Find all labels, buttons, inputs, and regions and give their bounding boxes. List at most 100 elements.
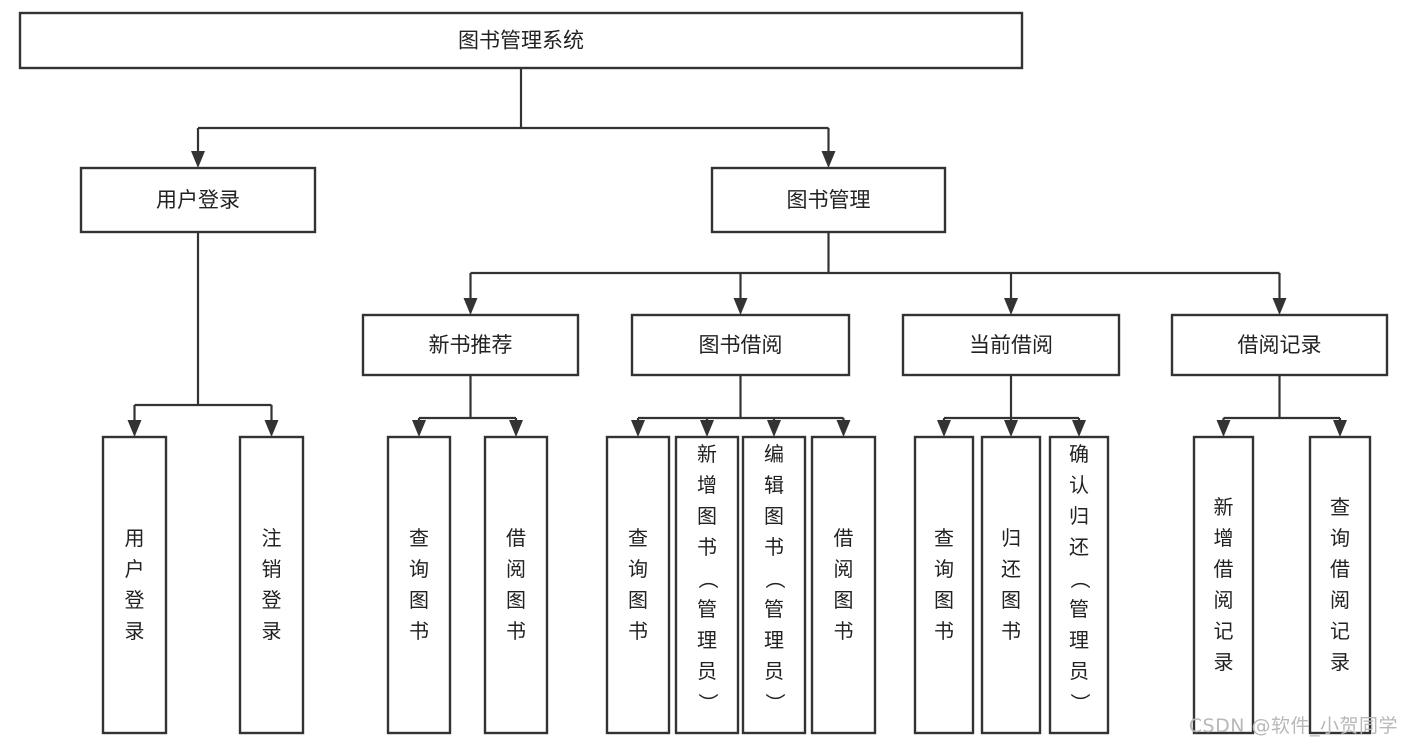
node-book-manage-label: 图书管理 bbox=[787, 188, 871, 212]
node-current-borrow-label: 当前借阅 bbox=[969, 333, 1053, 357]
bookmanage-to-level3-branch-1-arrowhead bbox=[733, 298, 748, 315]
root-to-level2-branch-1-arrowhead bbox=[821, 151, 836, 168]
node-leaf-query-book-3-label-char: 查 bbox=[934, 526, 954, 550]
node-book-borrow-rect[interactable] bbox=[630, 313, 851, 377]
node-leaf-query-book-2-label-char: 图 bbox=[628, 588, 648, 612]
node-leaf-user-login[interactable]: 用户登录 bbox=[101, 435, 168, 735]
node-current-borrow[interactable]: 当前借阅 bbox=[901, 313, 1121, 377]
node-leaf-add-book-admin-label-char: 书 bbox=[697, 535, 717, 559]
node-leaf-query-book-2-rect[interactable] bbox=[605, 435, 671, 735]
node-leaf-query-book-3-label-char: 书 bbox=[934, 619, 954, 643]
node-leaf-add-book-admin-label-char: 图 bbox=[697, 504, 717, 528]
nodes-layer: 图书管理系统用户登录图书管理新书推荐图书借阅当前借阅借阅记录用户登录注销登录查询… bbox=[18, 11, 1389, 735]
node-user-login-label: 用户登录 bbox=[156, 188, 240, 212]
node-leaf-add-book-admin-label-char: 管 bbox=[697, 597, 717, 621]
group-book-borrow-branch-0-arrowhead bbox=[631, 420, 645, 437]
group-borrow-record-branch-0-arrowhead bbox=[1216, 420, 1231, 437]
node-leaf-return-book-label-char: 还 bbox=[1001, 557, 1021, 581]
node-leaf-borrow-book-2-label-char: 借 bbox=[834, 526, 854, 550]
node-leaf-user-logout-label-char: 注 bbox=[262, 526, 282, 550]
node-leaf-return-book-rect[interactable] bbox=[980, 435, 1042, 735]
node-leaf-query-borrow-record-rect[interactable] bbox=[1308, 435, 1372, 735]
node-leaf-confirm-return-admin-label-char: （ bbox=[1068, 569, 1092, 589]
node-leaf-edit-book-admin-label-char: 辑 bbox=[764, 473, 784, 497]
node-new-book-rec[interactable]: 新书推荐 bbox=[361, 313, 580, 377]
node-borrow-record[interactable]: 借阅记录 bbox=[1170, 313, 1389, 377]
node-leaf-add-book-admin-rect[interactable] bbox=[674, 435, 740, 735]
node-leaf-confirm-return-admin-label-char: ） bbox=[1068, 693, 1092, 713]
node-leaf-query-book-1-label-char: 图 bbox=[409, 588, 429, 612]
node-leaf-confirm-return-admin-label-char: 认 bbox=[1069, 473, 1089, 497]
group-user-login-branch-1-arrowhead bbox=[264, 420, 279, 437]
node-leaf-query-book-3-rect[interactable] bbox=[913, 435, 975, 735]
node-borrow-record-rect[interactable] bbox=[1170, 313, 1389, 377]
node-book-manage[interactable]: 图书管理 bbox=[710, 166, 947, 234]
node-leaf-edit-book-admin-label-char: ） bbox=[763, 693, 787, 713]
root-to-level2-branch-0-arrowhead bbox=[191, 151, 205, 168]
node-leaf-borrow-book-1-label-char: 阅 bbox=[506, 557, 526, 581]
node-leaf-query-book-2-label-char: 书 bbox=[628, 619, 648, 643]
node-leaf-confirm-return-admin-label-char: 还 bbox=[1069, 535, 1089, 559]
node-leaf-user-login-label-char: 户 bbox=[125, 557, 145, 581]
node-leaf-edit-book-admin-label-char: 书 bbox=[764, 535, 784, 559]
node-leaf-user-login-rect[interactable] bbox=[101, 435, 168, 735]
node-borrow-record-label: 借阅记录 bbox=[1238, 333, 1322, 357]
node-leaf-confirm-return-admin-rect[interactable] bbox=[1048, 435, 1110, 735]
node-book-borrow[interactable]: 图书借阅 bbox=[630, 313, 851, 377]
node-leaf-borrow-book-1-rect[interactable] bbox=[483, 435, 549, 735]
node-leaf-confirm-return-admin-label-char: 理 bbox=[1069, 628, 1089, 652]
node-book-manage-rect[interactable] bbox=[710, 166, 947, 234]
node-leaf-edit-book-admin-rect[interactable] bbox=[741, 435, 807, 735]
group-new-book-rec-branch-0-arrowhead bbox=[412, 420, 426, 437]
group-book-borrow-branch-1-arrowhead bbox=[700, 420, 714, 437]
node-leaf-user-logout-label-char: 销 bbox=[262, 557, 282, 581]
node-leaf-user-login-label-char: 登 bbox=[125, 588, 145, 612]
node-root-system-rect[interactable] bbox=[18, 11, 1024, 70]
node-leaf-user-login-label-char: 用 bbox=[125, 526, 145, 550]
node-leaf-borrow-book-1-label-char: 图 bbox=[506, 588, 526, 612]
node-leaf-edit-book-admin-label-char: （ bbox=[763, 569, 787, 589]
node-leaf-add-book-admin-label-char: ） bbox=[696, 693, 720, 713]
node-root-system[interactable]: 图书管理系统 bbox=[18, 11, 1024, 70]
node-leaf-add-borrow-record-rect[interactable] bbox=[1192, 435, 1255, 735]
node-new-book-rec-rect[interactable] bbox=[361, 313, 580, 377]
node-leaf-borrow-book-2-label-char: 图 bbox=[834, 588, 854, 612]
group-new-book-rec-branch-1-arrowhead bbox=[509, 420, 523, 437]
node-leaf-borrow-book-2-rect[interactable] bbox=[810, 435, 877, 735]
node-leaf-query-book-1-label-char: 询 bbox=[409, 557, 429, 581]
group-book-borrow-branch-3-arrowhead bbox=[836, 420, 851, 437]
node-new-book-rec-label: 新书推荐 bbox=[429, 333, 513, 357]
group-current-borrow-branch-1-arrowhead bbox=[1004, 420, 1018, 437]
node-leaf-edit-book-admin-label-char: 理 bbox=[764, 628, 784, 652]
node-leaf-return-book-label-char: 图 bbox=[1001, 588, 1021, 612]
node-user-login-rect[interactable] bbox=[79, 166, 317, 234]
node-leaf-query-book-3-label-char: 询 bbox=[934, 557, 954, 581]
node-leaf-user-logout-rect[interactable] bbox=[238, 435, 305, 735]
node-leaf-add-borrow-record-label-char: 记 bbox=[1214, 619, 1234, 643]
node-leaf-user-logout-label-char: 录 bbox=[262, 619, 282, 643]
node-leaf-borrow-book-2-label-char: 阅 bbox=[834, 557, 854, 581]
node-leaf-return-book-label-char: 归 bbox=[1001, 526, 1021, 550]
group-current-borrow-branch-0-arrowhead bbox=[937, 420, 951, 437]
node-leaf-borrow-book-1-label-char: 借 bbox=[506, 526, 526, 550]
bookmanage-to-level3-branch-0-arrowhead bbox=[463, 298, 478, 315]
node-leaf-query-book-1-rect[interactable] bbox=[386, 435, 452, 735]
node-leaf-query-book-1-label-char: 书 bbox=[409, 619, 429, 643]
node-user-login[interactable]: 用户登录 bbox=[79, 166, 317, 234]
node-current-borrow-rect[interactable] bbox=[901, 313, 1121, 377]
node-leaf-query-borrow-record-label-char: 录 bbox=[1330, 650, 1350, 674]
